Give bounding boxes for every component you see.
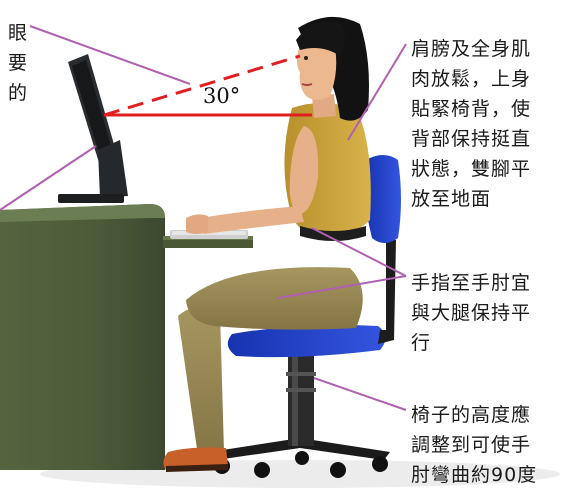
note-line: 貼緊椅背，使: [411, 98, 532, 120]
note-line: 與大腿保持平: [411, 302, 532, 324]
note-line: 椅子的高度應: [411, 404, 532, 426]
note-line: 狀態，雙腳平: [411, 158, 532, 180]
note-line: 背部保持挺直: [411, 128, 532, 150]
note-line: 肩膀及全身肌: [411, 38, 532, 60]
note-line: 放至地面: [411, 188, 492, 210]
note-eye-distance: 眼 要 的: [0, 18, 28, 108]
note-line: 手指至手肘宜: [411, 272, 532, 294]
note-line: 調整到可使手: [411, 434, 532, 456]
note-line: 肉放鬆，上身: [411, 68, 532, 90]
note-shoulders-relaxed: 肩膀及全身肌 肉放鬆，上身 貼緊椅背，使 背部保持挺直 狀態，雙腳平 放至地面: [411, 34, 531, 214]
note-line: 眼: [7, 22, 28, 44]
angled-sightline: [103, 54, 301, 117]
note-line: 肘彎曲約90度: [411, 464, 538, 486]
leader-lines: [0, 25, 407, 411]
note-line: 行: [411, 332, 432, 354]
note-line: 要: [7, 52, 28, 74]
seated-woman: [163, 16, 371, 472]
note-line: 的: [7, 82, 28, 104]
note-chair-height: 椅子的高度應 調整到可使手 肘彎曲約90度: [411, 400, 537, 490]
chair: [210, 155, 401, 478]
note-fingers-to-elbow: 手指至手肘宜 與大腿保持平 行: [411, 268, 531, 358]
angle-label: 30°: [203, 84, 241, 108]
monitor: [58, 54, 128, 203]
